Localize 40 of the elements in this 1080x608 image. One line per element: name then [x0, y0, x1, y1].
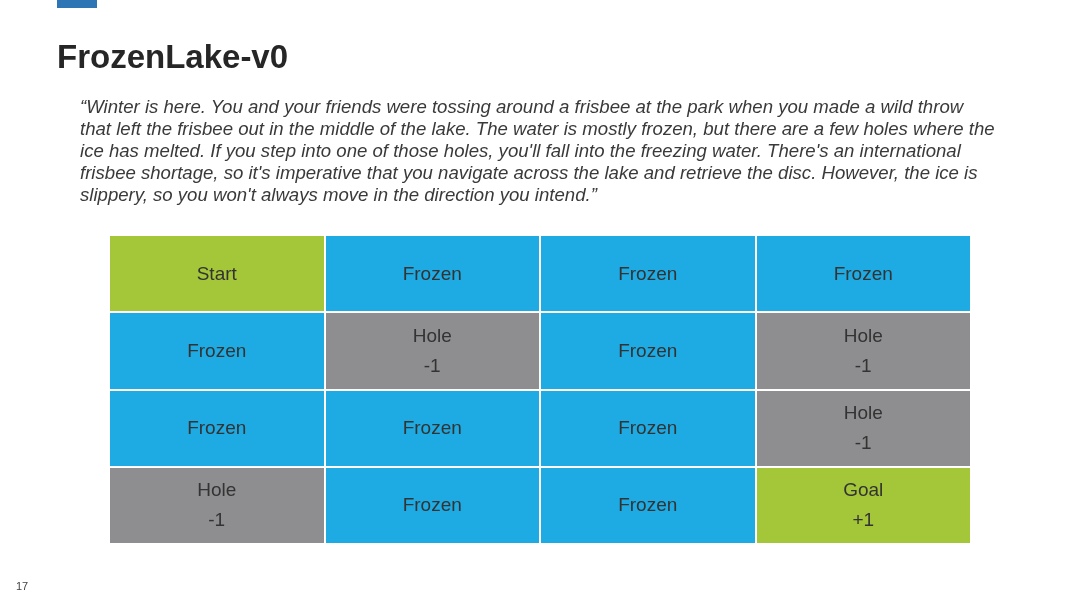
frozen-cell: [109, 389, 325, 467]
frozen-cell: [540, 235, 756, 313]
cell-label: Frozen: [402, 261, 462, 286]
goal-cell: [755, 466, 971, 544]
frozen-cell: [324, 235, 540, 313]
hole-cell: [755, 389, 971, 467]
frozen-cell: [324, 466, 540, 544]
start-cell: [109, 235, 325, 313]
cell-label: Frozen: [187, 338, 247, 363]
cell-label: Frozen: [618, 493, 678, 518]
reward-value: -1: [423, 353, 441, 378]
frozen-cell: [540, 312, 756, 390]
cell-label: Hole: [197, 478, 237, 503]
reward-value: +1: [852, 508, 875, 533]
cell-label: Frozen: [618, 338, 678, 363]
hole-cell: [324, 312, 540, 390]
frozen-cell: [324, 389, 540, 467]
reward-value: -1: [854, 431, 872, 456]
cell-label: Frozen: [187, 416, 247, 441]
slide-title: FrozenLake-v0: [57, 38, 289, 76]
cell-label: Start: [196, 261, 237, 286]
cell-label: Hole: [843, 401, 883, 426]
cell-label: Frozen: [402, 416, 462, 441]
frozen-cell: [755, 235, 971, 313]
cell-label: Frozen: [618, 416, 678, 441]
cell-label: Hole: [843, 323, 883, 348]
hole-cell: [755, 312, 971, 390]
cell-label: Hole: [412, 323, 452, 348]
cell-label: Frozen: [402, 493, 462, 518]
reward-value: -1: [208, 508, 226, 533]
cell-label: Frozen: [833, 261, 893, 286]
cell-label: Frozen: [618, 261, 678, 286]
frozen-cell: [540, 466, 756, 544]
cell-label: Goal: [843, 478, 884, 503]
frozen-cell: [540, 389, 756, 467]
page-number: 17: [16, 580, 29, 592]
frozen-cell: [109, 312, 325, 390]
quote-paragraph: “Winter is here. You and your friends were tossing around a frisbee at the park when you made a wild throw that left the frisbee out in the middle of the lake. The water is mostly frozen, but there are a few holes where the ice has melted. If you step into one of those holes, you'll fall into the freezing water. There's an international frisbee shortage, so it's imperative that you navigate across the lake and retrieve the disc. However, the ice is slippery, so you won't always move in the direction you intend.”: [80, 96, 995, 206]
reward-value: -1: [854, 353, 872, 378]
hole-cell: [109, 466, 325, 544]
